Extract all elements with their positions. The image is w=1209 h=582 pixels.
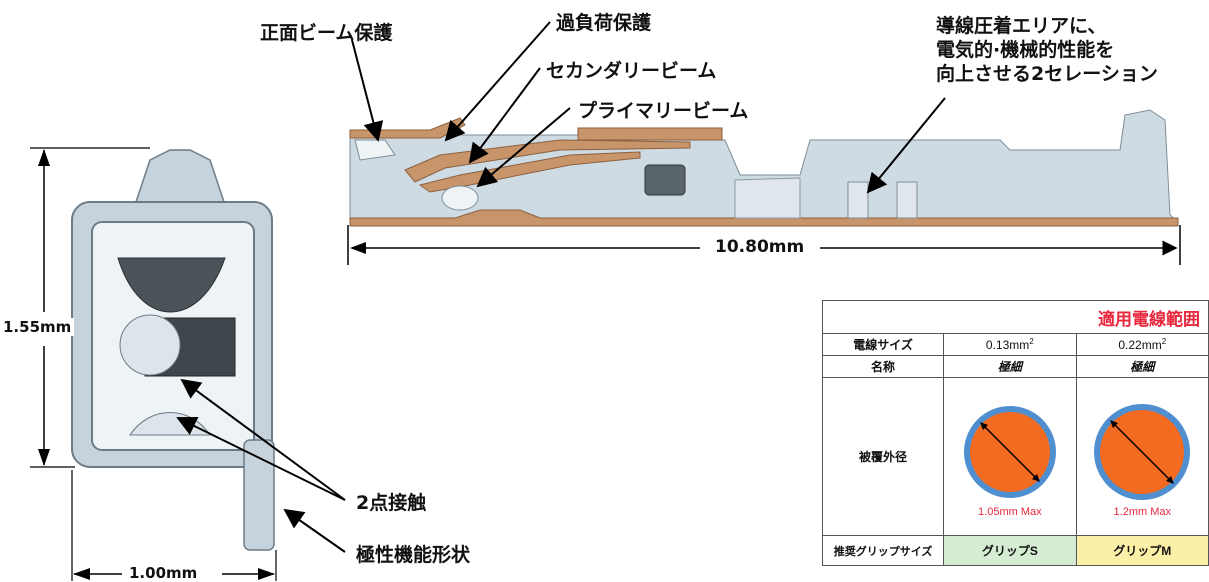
dimension-height: 1.55mm [0, 318, 75, 336]
outer-diameter-s: 1.05mm Max [943, 377, 1077, 536]
row-header-outer-diameter: 被覆外径 [821, 377, 945, 536]
wire-cross-section-m-icon [1094, 403, 1191, 500]
wire-cross-section-s-icon [963, 405, 1056, 498]
dimension-length: 10.80mm [712, 237, 808, 257]
wire-size-s-sup: 2 [1029, 337, 1034, 346]
wire-range-table: 適用電線範囲 電線サイズ 0.13mm2 0.22mm2 名称 極細 極細 被覆… [821, 300, 1209, 566]
label-overload-protection: 過負荷保護 [556, 12, 652, 34]
max-diameter-m: 1.2mm Max [1113, 505, 1171, 518]
wire-size-m-value: 0.22mm [1118, 338, 1162, 352]
name-m: 極細 [1075, 355, 1209, 378]
height-dimension [30, 147, 150, 468]
row-header-recommended-grip: 推奨グリップサイズ [821, 535, 945, 566]
crimp-note-line3: 向上させる2セレーション [936, 63, 1158, 85]
label-secondary-beam: セカンダリービーム [546, 60, 717, 82]
wire-size-m-sup: 2 [1161, 337, 1167, 346]
label-two-point-contact: 2点接触 [356, 492, 427, 514]
name-s: 極細 [943, 355, 1077, 378]
wire-size-s-value: 0.13mm [985, 338, 1030, 352]
width-dimension [71, 470, 277, 581]
row-header-wire-size: 電線サイズ [821, 333, 945, 356]
wire-size-s: 0.13mm2 [943, 333, 1077, 356]
crimp-note-line1: 導線圧着エリアに、 [936, 15, 1107, 37]
table-title: 適用電線範囲 [822, 300, 1209, 334]
grip-m: グリップM [1075, 535, 1209, 566]
length-dimension [347, 225, 1181, 265]
terminal-end-view [71, 149, 275, 551]
outer-diameter-m: 1.2mm Max [1075, 377, 1209, 536]
row-header-name: 名称 [821, 355, 945, 378]
wire-size-m: 0.22mm2 [1075, 333, 1209, 356]
label-polarity-shape: 極性機能形状 [356, 544, 471, 566]
grip-s: グリップS [943, 535, 1077, 566]
terminal-side-view [349, 109, 1179, 227]
dimension-width: 1.00mm [126, 564, 201, 582]
leader-arrows [176, 21, 946, 553]
max-diameter-s: 1.05mm Max [978, 505, 1042, 518]
label-crimp-note: 導線圧着エリアに、 電気的·機械的性能を 向上させる2セレーション [936, 14, 1158, 86]
label-front-beam-protection: 正面ビーム保護 [260, 22, 393, 44]
label-primary-beam: プライマリービーム [578, 100, 749, 122]
crimp-note-line2: 電気的·機械的性能を [936, 39, 1115, 61]
